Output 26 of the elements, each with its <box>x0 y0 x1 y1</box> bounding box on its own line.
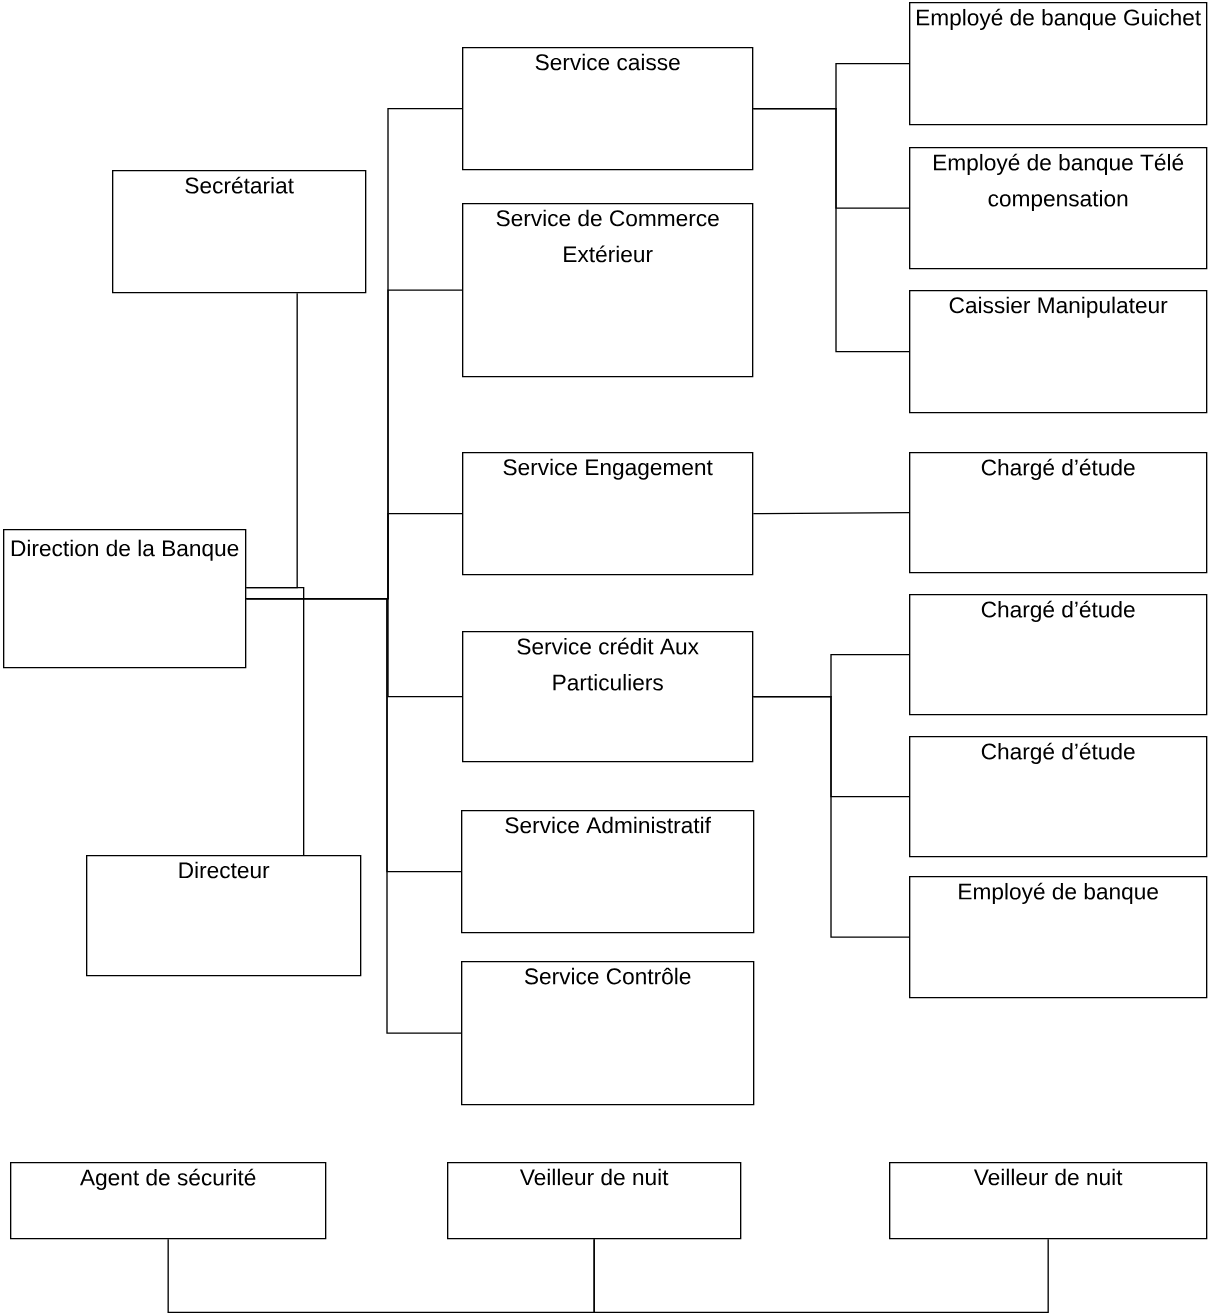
org-box: Service Contrôle <box>461 961 755 1106</box>
org-box: Service caisse <box>462 47 754 171</box>
org-box: Employé de banque Guichet <box>909 2 1208 126</box>
connector-line <box>752 696 910 938</box>
org-box: Veilleur de nuit <box>889 1162 1208 1240</box>
org-box: Caissier Manipulateur <box>909 290 1208 414</box>
org-box: Service crédit Aux Particuliers <box>462 631 754 763</box>
org-box: Secrétariat <box>112 170 367 294</box>
org-box: Chargé d’étude <box>909 736 1208 858</box>
org-box: Directeur <box>86 855 362 977</box>
org-box: Veilleur de nuit <box>447 1162 742 1240</box>
connector-line <box>593 1238 1049 1313</box>
connector-line <box>752 512 910 515</box>
org-box: Service Engagement <box>462 452 754 576</box>
org-box: Service Administratif <box>461 810 755 934</box>
connector-line <box>245 587 305 856</box>
org-box: Agent de sécurité <box>10 1162 327 1240</box>
connector-line <box>167 1238 595 1313</box>
connector-line <box>752 108 910 353</box>
org-box: Service de Commerce Extérieur <box>462 203 754 378</box>
org-box: Chargé d’étude <box>909 594 1208 716</box>
connector-line <box>245 598 462 1034</box>
org-box: Direction de la Banque <box>3 529 247 669</box>
org-box: Employé de banque Télé compensation <box>909 147 1208 270</box>
org-box: Employé de banque <box>909 876 1208 999</box>
org-box: Chargé d’étude <box>909 452 1208 574</box>
